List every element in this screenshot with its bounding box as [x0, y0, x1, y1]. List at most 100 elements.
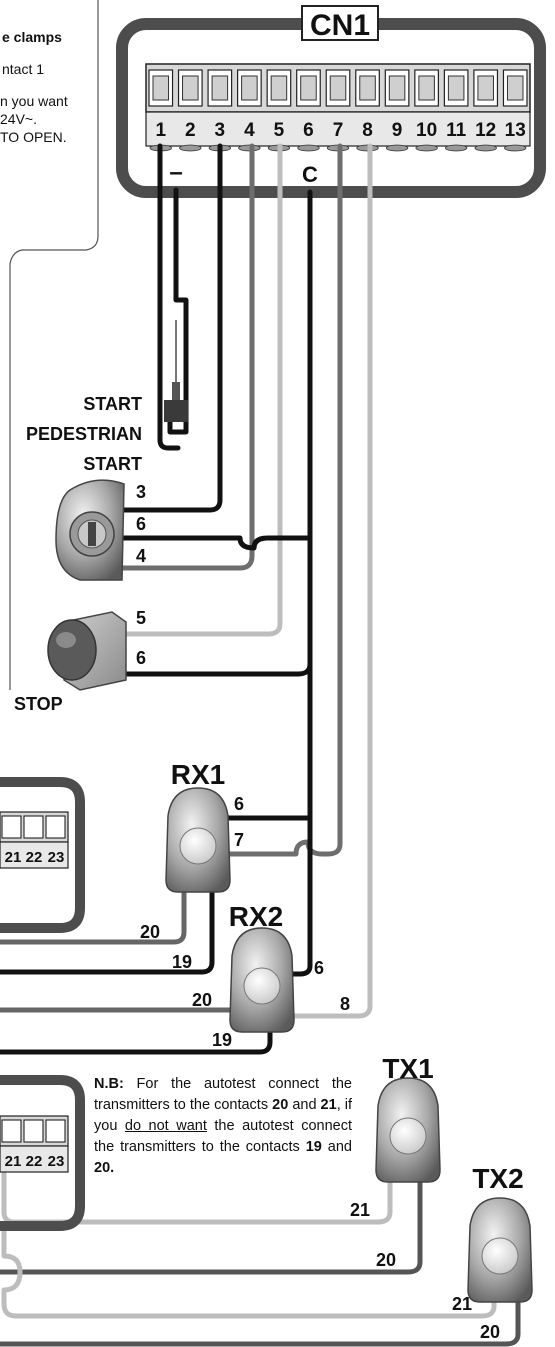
photocell-devices	[165, 787, 533, 1303]
wires	[0, 143, 521, 1347]
top-note-line1: e clamps	[2, 29, 62, 45]
terminal-screws	[148, 69, 528, 107]
terminal-number-10: 10	[416, 120, 437, 141]
tx2-photocell-lens-icon	[481, 1237, 519, 1275]
tx2-label: TX2	[472, 1163, 523, 1194]
terminal-pin-12	[474, 144, 497, 152]
stop-mushroom-icon	[47, 619, 97, 681]
terminal-pin-11	[444, 144, 468, 152]
wire-rx1-20	[0, 877, 187, 945]
terminal-number-6: 6	[303, 120, 314, 141]
wire-3	[119, 143, 223, 513]
label-start-2: START	[83, 454, 142, 474]
note-part1: For the autotest connect the transmitter…	[94, 1076, 352, 1113]
aux2-terminal-23: 23	[48, 1153, 65, 1170]
stop-button-device	[47, 611, 127, 691]
terminal-pin-2	[179, 144, 202, 152]
wire-6-stop	[119, 661, 313, 677]
terminal-screw-inner-10	[418, 75, 435, 101]
rx1-photocell-lens-icon	[179, 827, 217, 865]
terminal-pin-4	[238, 144, 261, 152]
tx1-wire-20: 20	[376, 1250, 396, 1270]
note-and: and	[288, 1097, 321, 1113]
tx1-label: TX1	[382, 1053, 433, 1084]
terminal-screw-inner-4	[241, 75, 258, 101]
wire-6-common	[287, 189, 313, 977]
aux2-terminal-22: 22	[26, 1153, 43, 1170]
note-and2: and	[321, 1139, 352, 1155]
wire-1a	[157, 143, 181, 451]
key-wire-3: 3	[136, 482, 146, 502]
key-wire-6: 6	[136, 514, 146, 534]
aux-terminal-screw	[1, 1119, 22, 1143]
wire-tx2-20	[0, 1297, 521, 1347]
terminal-number-7: 7	[333, 120, 344, 141]
key-wire-4: 4	[136, 546, 146, 566]
wire-tx2-21	[1, 1227, 497, 1319]
terminal-screw-inner-11	[447, 75, 465, 101]
note-border	[9, 0, 99, 690]
rx2-label: RX2	[229, 901, 283, 932]
antenna	[164, 320, 188, 422]
common-marker: C	[302, 162, 318, 187]
terminal-number-9: 9	[392, 120, 403, 141]
wire-tx1-21	[1, 1147, 393, 1225]
note-contact-19: 19	[305, 1139, 322, 1155]
tx2-wire-21: 21	[452, 1294, 472, 1314]
tx1-photocell-lens-icon	[389, 1117, 427, 1155]
wire-rx2-19	[0, 1027, 273, 1055]
terminal-screw-inner-8	[359, 75, 376, 101]
terminal-screw-inner-13	[506, 75, 524, 101]
terminal-screw-inner-1	[152, 75, 170, 101]
note-contact-20b: 20.	[94, 1160, 115, 1176]
label-start: START	[83, 394, 142, 414]
top-note-line3: n you want	[0, 93, 68, 109]
tx1-photocell	[375, 1077, 441, 1183]
rx1-wire-6: 6	[234, 794, 244, 814]
top-note-line4: 24V~.	[0, 111, 37, 127]
stop-label: STOP	[14, 694, 63, 714]
aux2-terminal-21: 21	[5, 1153, 22, 1170]
tx2-wire-20: 20	[480, 1322, 500, 1342]
top-note-line5: TO OPEN.	[0, 129, 67, 145]
terminal-number-2: 2	[185, 120, 196, 141]
wire-4	[119, 143, 255, 571]
terminal-number-4: 4	[244, 120, 255, 141]
wire-6-key	[119, 535, 313, 551]
rx1-photocell	[165, 787, 231, 893]
wire-5	[119, 143, 283, 637]
terminal-screw-inner-12	[477, 75, 494, 101]
terminal-number-1: 1	[155, 120, 166, 141]
terminal-screw-inner-3	[211, 75, 229, 101]
stop-wire-5: 5	[136, 608, 146, 628]
rx2-wire-6: 6	[314, 958, 324, 978]
minus-marker: –	[169, 159, 182, 186]
note-underline: do not want	[124, 1118, 207, 1134]
tx1-wire-21: 21	[350, 1200, 370, 1220]
terminal-screw-inner-9	[388, 75, 406, 101]
autotest-note: N.B: For the autotest connect the transm…	[94, 1074, 352, 1179]
note-part2: , if you	[94, 1097, 353, 1134]
aux1-terminal-23: 23	[48, 849, 65, 866]
rx2-wire-8: 8	[340, 994, 350, 1014]
note-contact-21: 21	[320, 1097, 337, 1113]
note-contact-20: 20	[272, 1097, 289, 1113]
terminal-screw-inner-7	[329, 75, 347, 101]
rx1-label: RX1	[171, 759, 225, 790]
terminal-number-5: 5	[274, 120, 285, 141]
terminal-screw-inner-6	[300, 75, 317, 101]
terminal-pin-13	[504, 144, 527, 152]
top-note-line2: ntact 1	[2, 61, 45, 77]
rx2-wire-20: 20	[192, 990, 212, 1010]
aux-terminal-screw	[45, 1119, 66, 1143]
tx2-photocell	[467, 1197, 533, 1303]
aux-terminal-screw	[45, 815, 66, 839]
wire-8	[287, 143, 373, 1019]
aux-terminal-screw	[23, 815, 44, 839]
terminal-number-3: 3	[215, 120, 226, 141]
rx1-wire-19: 19	[172, 952, 192, 972]
wire-7	[319, 143, 343, 857]
note-lead: N.B:	[94, 1076, 124, 1092]
rx2-wire-19: 19	[212, 1030, 232, 1050]
